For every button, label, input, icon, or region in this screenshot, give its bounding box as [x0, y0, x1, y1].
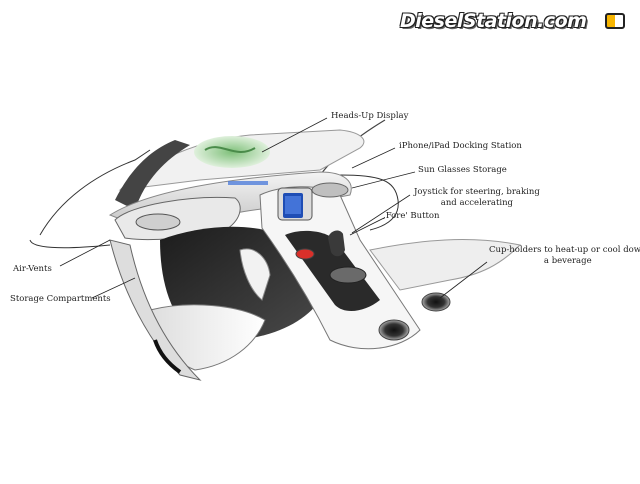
- leader-fore: [349, 217, 385, 236]
- leader-storage: [91, 277, 136, 299]
- callout-sunglasses-storage: Sun Glasses Storage: [418, 165, 507, 175]
- tablet-screen-glare: [285, 196, 301, 214]
- leader-air-vents: [59, 239, 111, 267]
- leader-joystick: [351, 194, 411, 234]
- callout-heads-up-display: Heads-Up Display: [331, 111, 409, 121]
- joystick: [328, 230, 345, 257]
- cupholder-1: [421, 292, 451, 312]
- logo-badge-icon: [605, 13, 625, 29]
- callout-cupholders-line1: Cup-holders to heat-up or cool down: [489, 245, 640, 255]
- callout-fore-button: ‚Fore' Button: [383, 211, 440, 221]
- callout-air-vents: Air-Vents: [13, 264, 52, 274]
- callout-joystick-line1: Joystick for steering, braking: [414, 187, 540, 197]
- sketch-outline-left: [39, 149, 151, 236]
- sunglasses-compartment: [311, 182, 349, 198]
- dieselstation-logo: DieselStation.com: [398, 8, 630, 34]
- leader-heads-up: [261, 117, 328, 153]
- instrument-strip: [228, 181, 268, 185]
- heads-up-display: [194, 136, 270, 168]
- storage-compartment: [153, 339, 182, 374]
- right-door-trim: [369, 239, 522, 291]
- callout-docking-station: iPhone/iPad Docking Station: [399, 141, 522, 151]
- a-pillar-left: [115, 140, 190, 210]
- cupholder-2: [378, 319, 410, 341]
- callout-joystick-line2: and accelerating: [440, 198, 513, 208]
- callout-cupholders-line2: a beverage: [543, 256, 592, 266]
- callout-joystick: Joystick for steering, braking and accel…: [414, 187, 540, 209]
- logo-wordmark: DieselStation.com: [400, 10, 587, 32]
- leader-docking: [351, 147, 396, 169]
- callout-cupholders: Cup-holders to heat-up or cool down a be…: [489, 245, 640, 267]
- leader-cupholders: [439, 261, 488, 299]
- hud-map-road: [204, 146, 256, 153]
- sketch-outline-right: [339, 174, 399, 231]
- seat-bolster: [239, 248, 271, 301]
- fore-button: [295, 248, 315, 260]
- joystick-base: [329, 266, 367, 284]
- leader-sunglasses: [351, 171, 416, 189]
- callout-storage-compartments: Storage Compartments: [10, 294, 111, 304]
- sketch-outline-left-2: [29, 239, 111, 249]
- air-vent: [135, 213, 181, 231]
